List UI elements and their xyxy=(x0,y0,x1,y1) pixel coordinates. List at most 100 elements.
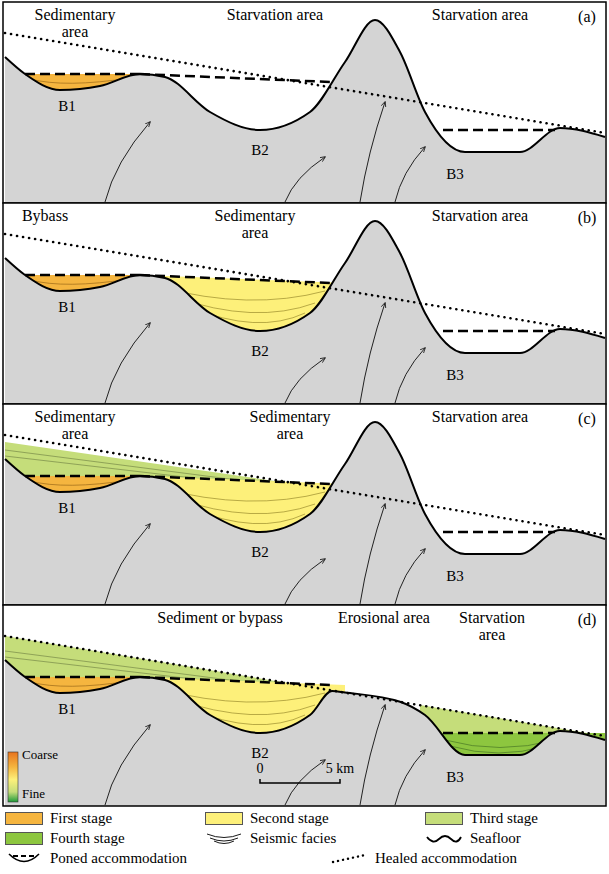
scale-bar xyxy=(260,779,340,783)
legend-text: Seafloor xyxy=(470,830,521,847)
poned-line xyxy=(140,275,331,283)
basement xyxy=(5,422,605,605)
fault xyxy=(285,157,325,202)
basin-label: B3 xyxy=(440,568,470,584)
poned-line xyxy=(25,475,140,478)
panel xyxy=(3,2,606,203)
basin-label: B2 xyxy=(245,142,275,158)
poned-line xyxy=(443,732,555,735)
legend-entry: Third stage xyxy=(425,810,538,827)
grain-size-bar xyxy=(8,752,18,802)
basement xyxy=(5,221,605,404)
legend-symbol xyxy=(330,851,368,866)
poned-line xyxy=(443,531,555,534)
panel xyxy=(3,605,606,806)
healed-line xyxy=(5,33,605,133)
panel-letter: (c) xyxy=(570,410,604,427)
seafloor xyxy=(5,660,605,755)
basin-label: B3 xyxy=(440,769,470,785)
poned-line xyxy=(140,677,331,685)
area-label: Bybass xyxy=(5,207,85,224)
poned-line xyxy=(443,129,555,132)
basin-label: B1 xyxy=(52,299,82,315)
seafloor xyxy=(5,20,605,152)
basin-label: B3 xyxy=(440,367,470,383)
area-label: Starvation area xyxy=(430,408,530,425)
basin-label: B3 xyxy=(440,166,470,182)
area-label: Sedimentary area xyxy=(240,408,340,443)
basin-label: B2 xyxy=(245,544,275,560)
fault xyxy=(360,705,385,805)
area-label: Starvation area xyxy=(225,6,325,23)
panel-letter: (b) xyxy=(570,209,604,226)
basin-label: B1 xyxy=(52,701,82,717)
basin-label: B1 xyxy=(52,500,82,516)
basement xyxy=(5,20,605,203)
area-label: Starvation area xyxy=(446,609,538,644)
legend-text: Third stage xyxy=(470,810,538,827)
fault xyxy=(395,549,425,604)
grain-size-label: Coarse xyxy=(22,748,82,762)
poned-line xyxy=(25,676,140,679)
legend-entry: Seafloor xyxy=(425,830,521,847)
area-label: Sedimentary area xyxy=(25,408,125,443)
basin-label: B2 xyxy=(245,745,275,761)
fault xyxy=(105,122,150,202)
poned-line xyxy=(140,476,331,484)
legend-text: Second stage xyxy=(250,810,329,827)
scale-label: 5 km xyxy=(315,761,365,776)
legend-swatch xyxy=(5,812,43,825)
fault xyxy=(360,102,385,202)
fault xyxy=(285,559,325,604)
basement xyxy=(5,660,605,806)
legend-text: Poned accommodation xyxy=(50,850,187,867)
legend-entry: Seismic facies xyxy=(205,830,336,847)
fault xyxy=(395,147,425,202)
legend-swatch xyxy=(5,832,43,845)
poned-line xyxy=(140,74,331,82)
basin-label: B2 xyxy=(245,343,275,359)
fault xyxy=(285,358,325,403)
legend-entry: First stage xyxy=(5,810,112,827)
legend-entry: Fourth stage xyxy=(5,830,125,847)
healed-line xyxy=(5,435,605,535)
fault xyxy=(360,303,385,403)
area-label: Sediment or bypass xyxy=(100,609,340,626)
fault xyxy=(395,750,425,805)
area-label: Sedimentary area xyxy=(205,207,305,242)
legend-entry: Second stage xyxy=(205,810,329,827)
poned-line xyxy=(443,330,555,333)
area-label: Starvation area xyxy=(430,6,530,23)
healed-line xyxy=(5,636,605,736)
fault xyxy=(105,725,150,805)
legend-entry: Healed accommodation xyxy=(330,850,517,867)
basin-label: B1 xyxy=(52,98,82,114)
area-label: Sedimentary area xyxy=(25,6,125,41)
panel xyxy=(3,404,606,605)
legend-text: Seismic facies xyxy=(250,830,336,847)
legend-symbol xyxy=(205,831,243,846)
poned-line xyxy=(25,274,140,277)
fault xyxy=(395,348,425,403)
legend-swatch xyxy=(205,812,243,825)
healed-line xyxy=(5,234,605,334)
panel-letter: (a) xyxy=(570,8,604,25)
scale-label: 0 xyxy=(250,761,270,776)
seafloor xyxy=(5,422,605,554)
seafloor xyxy=(5,221,605,353)
legend-symbol xyxy=(425,831,463,846)
fault xyxy=(360,504,385,604)
area-label: Erosional area xyxy=(338,609,430,626)
panel-letter: (d) xyxy=(570,611,604,628)
poned-line xyxy=(25,73,140,76)
fault xyxy=(105,323,150,403)
area-label: Starvation area xyxy=(430,207,530,224)
legend-text: Healed accommodation xyxy=(375,850,517,867)
grain-size-label: Fine xyxy=(22,787,82,801)
panel xyxy=(3,203,606,404)
legend-text: First stage xyxy=(50,810,112,827)
legend-symbol xyxy=(5,851,43,866)
legend-text: Fourth stage xyxy=(50,830,125,847)
fault xyxy=(105,524,150,604)
legend-entry: Poned accommodation xyxy=(5,850,187,867)
